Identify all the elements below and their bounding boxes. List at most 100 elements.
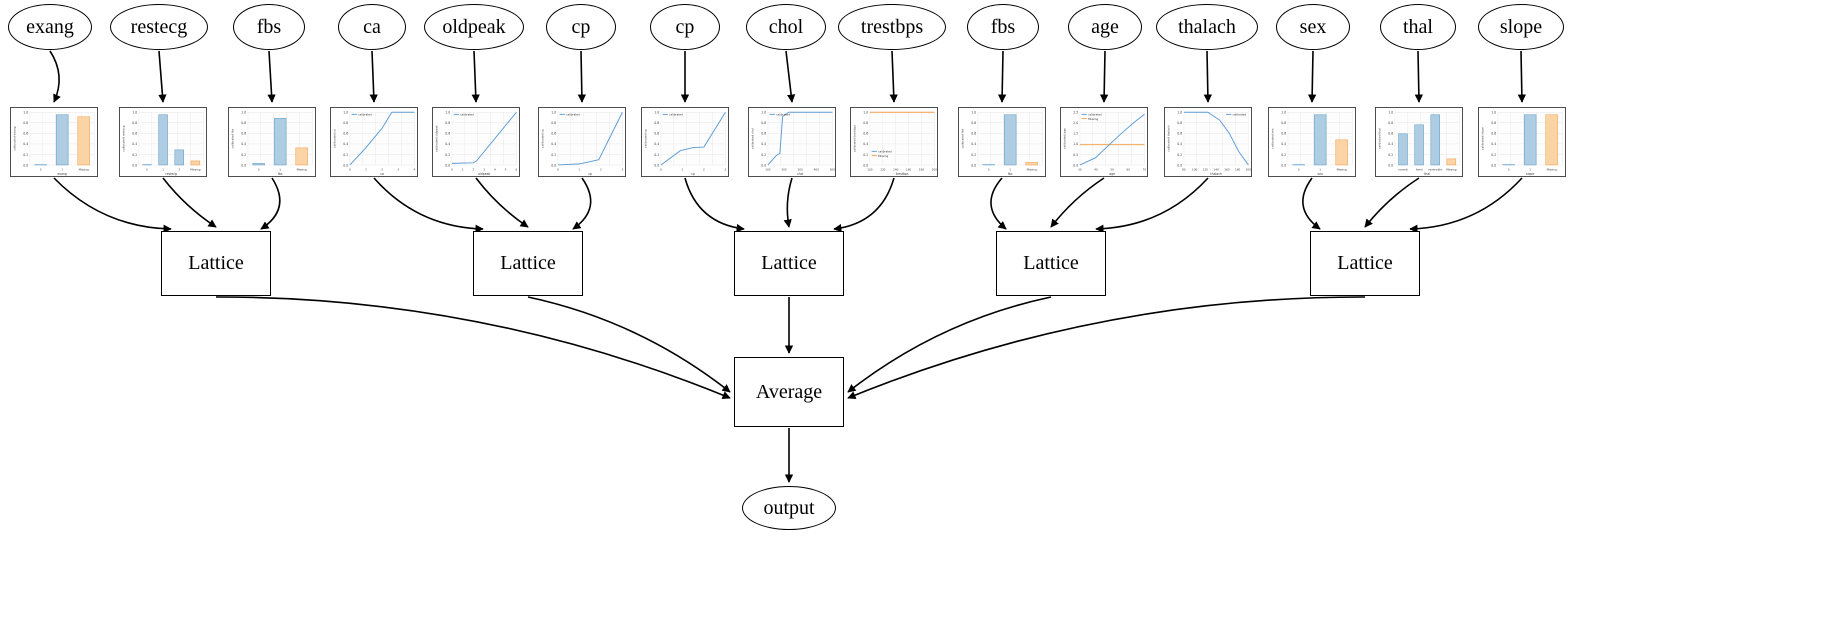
svg-text:30: 30: [1078, 168, 1082, 172]
svg-text:calibrated oldpeak: calibrated oldpeak: [435, 125, 439, 152]
feature-node-thal-13[interactable]: thal: [1380, 4, 1456, 50]
svg-text:0.0: 0.0: [132, 163, 137, 167]
feature-node-thal-13-label: thal: [1403, 16, 1433, 38]
svg-text:1.0: 1.0: [445, 111, 450, 115]
svg-text:0.6: 0.6: [654, 132, 659, 136]
feature-node-oldpeak-4[interactable]: oldpeak: [424, 4, 524, 50]
svg-text:0.8: 0.8: [343, 121, 348, 125]
svg-text:1.0: 1.0: [132, 111, 137, 115]
svg-text:fbs: fbs: [278, 172, 283, 176]
lattice-node-4[interactable]: Lattice: [996, 231, 1106, 296]
feature-node-slope-14[interactable]: slope: [1478, 4, 1564, 50]
feature-node-trestbps-8[interactable]: trestbps: [838, 4, 946, 50]
lattice-node-1-label: Lattice: [188, 252, 244, 274]
svg-text:0.8: 0.8: [1281, 121, 1286, 125]
svg-text:0.0: 0.0: [863, 163, 868, 167]
svg-text:2: 2: [473, 168, 475, 172]
svg-text:300: 300: [798, 168, 803, 172]
svg-text:0.0: 0.0: [971, 163, 976, 167]
output-node[interactable]: output: [742, 486, 836, 530]
svg-text:0: 0: [660, 168, 662, 172]
svg-text:1.0: 1.0: [761, 111, 766, 115]
average-node[interactable]: Average: [734, 357, 844, 427]
svg-text:0.4: 0.4: [1281, 142, 1286, 146]
feature-node-ca-3-label: ca: [363, 16, 381, 38]
svg-text:0.2: 0.2: [241, 153, 246, 157]
feature-node-thalach-11-label: thalach: [1178, 16, 1236, 38]
svg-text:calibrated fbs: calibrated fbs: [961, 128, 965, 148]
svg-text:1.0: 1.0: [241, 111, 246, 115]
lattice-node-3[interactable]: Lattice: [734, 231, 844, 296]
svg-text:50: 50: [1110, 168, 1114, 172]
svg-text:0: 0: [1298, 168, 1300, 172]
feature-node-exang-0[interactable]: exang: [8, 4, 92, 50]
svg-text:3: 3: [622, 168, 624, 172]
feature-node-oldpeak-4-label: oldpeak: [442, 16, 506, 38]
svg-text:0.8: 0.8: [971, 121, 976, 125]
svg-text:0.0: 0.0: [23, 163, 28, 167]
svg-text:0.6: 0.6: [863, 132, 868, 136]
feature-node-ca-3[interactable]: ca: [338, 4, 406, 50]
feature-node-fbs-9[interactable]: fbs: [967, 4, 1039, 50]
svg-text:1.0: 1.0: [971, 111, 976, 115]
svg-text:120: 120: [880, 168, 885, 172]
svg-text:0.6: 0.6: [1388, 132, 1393, 136]
svg-text:1: 1: [365, 168, 367, 172]
svg-text:1.0: 1.0: [863, 111, 868, 115]
svg-text:200: 200: [781, 168, 786, 172]
svg-text:100: 100: [1192, 168, 1197, 172]
feature-node-fbs-2[interactable]: fbs: [233, 4, 305, 50]
lattice-node-5[interactable]: Lattice: [1310, 231, 1420, 296]
svg-text:180: 180: [919, 168, 924, 172]
feature-node-sex-12[interactable]: sex: [1276, 4, 1350, 50]
feature-node-age-10[interactable]: age: [1068, 4, 1142, 50]
svg-text:0: 0: [451, 168, 453, 172]
feature-node-cp-6[interactable]: cp: [650, 4, 720, 50]
svg-text:1: 1: [61, 168, 63, 172]
feature-node-fbs-2-label: fbs: [256, 16, 282, 38]
svg-text:calibrated: calibrated: [776, 113, 790, 117]
svg-text:0.0: 0.0: [445, 163, 450, 167]
feature-node-age-10-label: age: [1091, 16, 1119, 38]
svg-text:Missing: Missing: [878, 154, 888, 158]
svg-text:1: 1: [682, 168, 684, 172]
svg-text:0.4: 0.4: [1491, 142, 1496, 146]
svg-text:0.0: 0.0: [1491, 163, 1496, 167]
svg-text:age: age: [1109, 172, 1115, 176]
svg-text:0.0: 0.0: [343, 163, 348, 167]
feature-node-chol-7[interactable]: chol: [746, 4, 826, 50]
svg-text:thalach: thalach: [1210, 172, 1221, 176]
feature-node-cp-5[interactable]: cp: [546, 4, 616, 50]
svg-text:4: 4: [494, 168, 496, 172]
svg-text:0.4: 0.4: [23, 142, 28, 146]
svg-text:3: 3: [483, 168, 485, 172]
lattice-node-2[interactable]: Lattice: [473, 231, 583, 296]
svg-text:slope: slope: [1526, 172, 1534, 176]
feature-node-thalach-11[interactable]: thalach: [1156, 4, 1258, 50]
svg-text:0.6: 0.6: [132, 132, 137, 136]
svg-text:40: 40: [1094, 168, 1098, 172]
svg-text:0.2: 0.2: [1177, 153, 1182, 157]
feature-node-slope-14-label: slope: [1499, 16, 1543, 38]
feature-node-sex-12-label: sex: [1299, 16, 1327, 38]
feature-node-restecg-1[interactable]: restecg: [110, 4, 208, 50]
lattice-node-1[interactable]: Lattice: [161, 231, 271, 296]
svg-text:1: 1: [579, 168, 581, 172]
svg-text:0.6: 0.6: [343, 132, 348, 136]
